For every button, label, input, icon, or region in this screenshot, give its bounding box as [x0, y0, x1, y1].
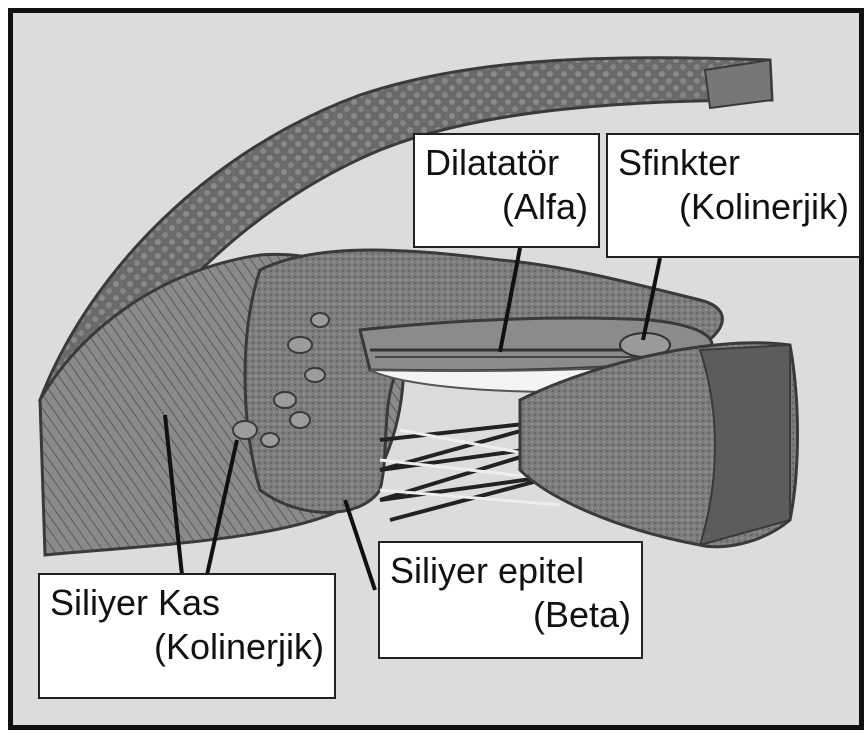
label-siliyer-epitel-type: (Beta) [390, 593, 631, 637]
label-dilatator-type: (Alfa) [425, 185, 588, 229]
label-sfinkter-type: (Kolinerjik) [618, 185, 849, 229]
label-siliyer-kas: Siliyer Kas (Kolinerjik) [38, 573, 336, 699]
label-siliyer-kas-name: Siliyer Kas [50, 581, 324, 625]
label-dilatator-name: Dilatatör [425, 141, 588, 185]
label-dilatator: Dilatatör (Alfa) [413, 133, 600, 248]
label-sfinkter: Sfinkter (Kolinerjik) [606, 133, 861, 258]
label-siliyer-epitel: Siliyer epitel (Beta) [378, 541, 643, 659]
label-siliyer-kas-type: (Kolinerjik) [50, 625, 324, 669]
label-siliyer-epitel-name: Siliyer epitel [390, 549, 631, 593]
label-sfinkter-name: Sfinkter [618, 141, 849, 185]
pointer-siliyer-epitel [345, 500, 375, 590]
